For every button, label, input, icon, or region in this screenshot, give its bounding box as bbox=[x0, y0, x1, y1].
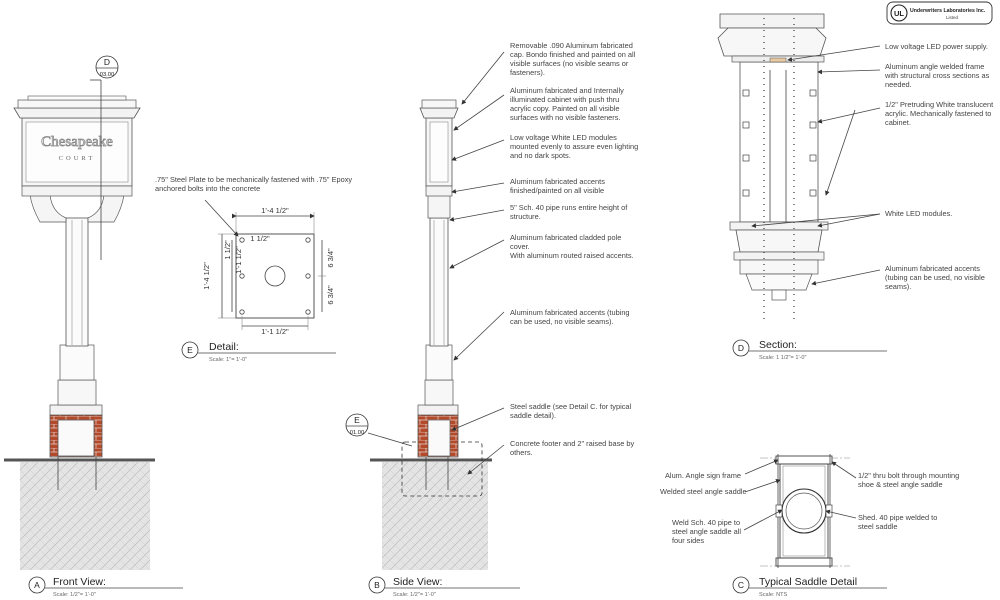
view-b-letter: B bbox=[374, 580, 380, 590]
side-note-raised-accents: With aluminum routed raised accents. bbox=[510, 251, 634, 260]
ul-name: Underwriters Laboratories Inc. bbox=[910, 8, 986, 14]
dim-bottom: 1'-1 1/2" bbox=[261, 327, 289, 336]
dim-right-upper: 6 3/4" bbox=[326, 248, 335, 268]
saddle-note-sign-frame: Alum. Angle sign frame bbox=[665, 471, 741, 480]
section-ref-d-letter: D bbox=[104, 57, 110, 67]
view-d-bubble bbox=[732, 339, 750, 357]
dim-left: 1'-4 1/2" bbox=[202, 262, 211, 290]
side-note-accents: Aluminum fabricated accents finished/pai… bbox=[510, 177, 605, 195]
section-ref-e-bubble bbox=[345, 413, 369, 437]
view-e-title: Detail: bbox=[209, 341, 239, 353]
side-pole-cover bbox=[429, 217, 449, 347]
view-d-title: Section: bbox=[759, 339, 797, 351]
base-plate bbox=[235, 233, 315, 319]
side-note-cabinet: Aluminum fabricated and Internally illum… bbox=[510, 86, 624, 122]
view-a-title: Front View: bbox=[53, 576, 106, 588]
sign-subtitle: COURT bbox=[59, 155, 96, 162]
saddle-note-angle-saddle: Welded steel angle saddle bbox=[660, 487, 747, 496]
dim-small-left: 1 1/2" bbox=[223, 240, 232, 260]
view-e-letter: E bbox=[187, 345, 193, 355]
saddle-note-thru-bolt: 1/2" thru bolt through mounting shoe & s… bbox=[858, 471, 960, 489]
section-ref-e-sheet: 01.00 bbox=[350, 430, 365, 436]
view-a-letter: A bbox=[34, 580, 40, 590]
view-c-title: Typical Saddle Detail bbox=[759, 576, 857, 588]
view-b-scale: Scale: 1/2"= 1'-0" bbox=[393, 592, 436, 598]
saddle-note-weld-pipe: Weld Sch. 40 pipe to steel angle saddle … bbox=[672, 518, 742, 545]
front-pole-cover bbox=[65, 217, 89, 347]
detail-plate-note: .75" Steel Plate to be mechanically fast… bbox=[155, 175, 353, 193]
side-note-led: Low voltage White LED modules mounted ev… bbox=[510, 133, 639, 160]
view-b-bubble bbox=[368, 576, 386, 594]
view-e-bubble bbox=[181, 341, 199, 359]
section-note-acrylic: 1/2" Pretruding White translucent acryli… bbox=[885, 100, 994, 127]
view-d-scale: Scale: 1 1/2"= 1'-0" bbox=[759, 355, 807, 361]
section-note-accents: Aluminum fabricated accents (tubing can … bbox=[885, 264, 985, 291]
side-note-footer: Concrete footer and 2" raised base by ot… bbox=[510, 439, 635, 457]
section-ref-e-letter: E bbox=[354, 415, 360, 425]
section-view: D Section: Scale: 1 1/2"= 1'-0" bbox=[717, 13, 887, 361]
section-cabinet-body bbox=[739, 61, 819, 223]
dim-small-top: 1 1/2" bbox=[250, 234, 270, 243]
sign-name: Chesapeake bbox=[41, 134, 113, 150]
side-note-tubing: Aluminum fabricated accents (tubing can … bbox=[510, 308, 630, 326]
section-note-frame: Aluminum angle welded frame with structu… bbox=[885, 62, 990, 89]
view-b-title: Side View: bbox=[393, 576, 442, 588]
view-d-letter: D bbox=[738, 343, 744, 353]
side-note-pole-cover: Aluminum fabricated cladded pole cover. bbox=[510, 233, 622, 251]
side-note-cap: Removable .090 Aluminum fabricated cap. … bbox=[510, 41, 636, 77]
led-power-supply bbox=[769, 57, 787, 63]
view-a-scale: Scale: 1/2"= 1'-0" bbox=[53, 592, 96, 598]
section-ref-d-sheet: 03.00 bbox=[100, 72, 115, 78]
dim-inner-left: 1'-1 1/2" bbox=[234, 246, 243, 274]
saddle-note-shed-pipe: Shed. 40 pipe welded to steel saddle bbox=[858, 513, 938, 531]
ul-listed: Listed bbox=[946, 15, 959, 20]
ul-logo-icon bbox=[890, 4, 908, 22]
view-c-scale: Scale: NTS bbox=[759, 592, 788, 598]
section-note-power: Low voltage LED power supply. bbox=[885, 42, 988, 51]
ul-logo-text: UL bbox=[894, 9, 904, 18]
front-gravel-footing bbox=[20, 462, 150, 570]
dim-right-lower: 6 3/4" bbox=[326, 285, 335, 305]
dim-top: 1'-4 1/2" bbox=[261, 206, 289, 215]
saddle-pipe bbox=[781, 488, 827, 534]
section-note-led: White LED modules. bbox=[885, 209, 953, 218]
view-a-bubble bbox=[28, 576, 46, 594]
side-note-pipe: 5" Sch. 40 pipe runs entire height of st… bbox=[510, 203, 628, 221]
side-view: E 01.00 B Side View: Scale: 1/2"= 1'-0" bbox=[345, 51, 520, 598]
section-ref-d-bubble bbox=[95, 55, 119, 79]
view-c-bubble bbox=[732, 576, 750, 594]
detail-base-plate: 1'-4 1/2" 1 1/2" 1'-4 1/2" 1 1/2" 1'-1 1… bbox=[181, 199, 336, 363]
side-note-saddle: Steel saddle (see Detail C. for typical … bbox=[510, 402, 632, 420]
front-view: Chesapeake COURT D 03.00 A Front View: S… bbox=[4, 55, 183, 598]
saddle-detail: C Typical Saddle Detail Scale: NTS bbox=[732, 454, 887, 598]
side-gravel-footing bbox=[382, 462, 488, 570]
front-cabinet-cap bbox=[13, 107, 141, 119]
ul-listing-badge: UL Underwriters Laboratories Inc. Listed bbox=[886, 1, 993, 25]
view-e-scale: Scale: 1"= 1'-0" bbox=[209, 357, 247, 363]
view-c-letter: C bbox=[738, 580, 744, 590]
plate-pipe-hole bbox=[264, 265, 286, 287]
